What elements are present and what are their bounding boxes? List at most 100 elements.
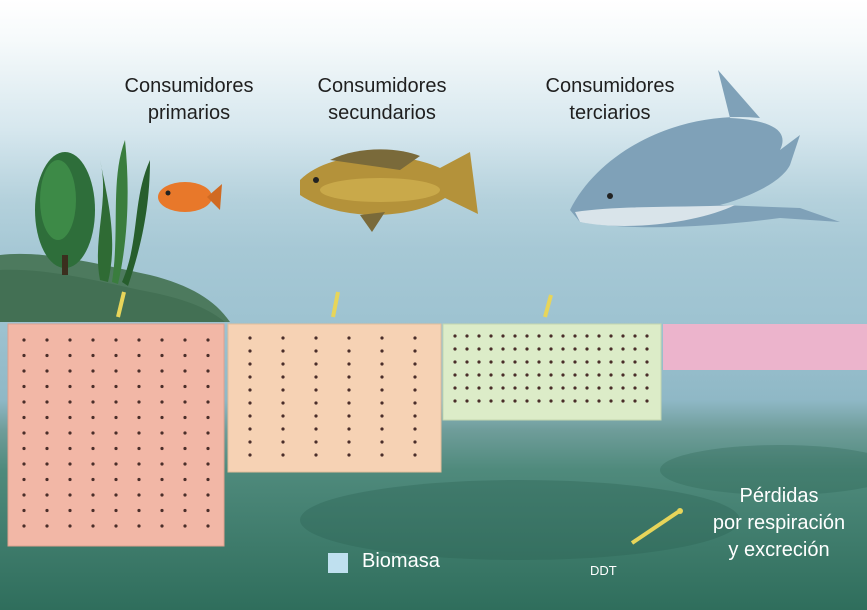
biomass-dot	[22, 493, 26, 497]
biomass-dot	[465, 399, 469, 403]
biomass-dot	[413, 349, 417, 353]
biomass-dot	[281, 375, 285, 379]
biomass-dot	[45, 353, 49, 358]
biomass-dot	[281, 388, 285, 392]
biomass-dot	[114, 446, 118, 451]
biomass-dot	[633, 334, 637, 338]
biomass-dot	[380, 401, 384, 405]
biomass-dot	[380, 440, 384, 444]
biomass-dot	[573, 360, 577, 364]
biomass-dot	[137, 477, 141, 482]
biomass-dot	[525, 360, 529, 364]
biomass-dot	[91, 353, 95, 358]
biomass-dot	[114, 338, 118, 342]
biomass-dot	[380, 427, 384, 431]
biomass-dot	[45, 508, 49, 513]
biomass-dot	[501, 373, 505, 377]
biomass-dot	[183, 431, 187, 435]
biomass-dot	[477, 373, 481, 377]
biomass-dot	[160, 431, 164, 435]
biomass-dot	[183, 415, 187, 420]
biomass-dot	[347, 375, 351, 379]
biomass-dot	[347, 349, 351, 353]
biomass-dot	[413, 427, 417, 431]
biomass-dot	[453, 360, 457, 364]
biomass-dot	[477, 347, 481, 351]
biomass-dot	[453, 347, 457, 351]
biomass-dot	[137, 508, 141, 513]
biomass-dot	[68, 400, 72, 404]
biomass-dot	[489, 347, 493, 351]
biomass-dot	[160, 338, 164, 342]
biomass-dot	[633, 399, 637, 403]
label-tertiary-consumers: Consumidores terciarios	[545, 75, 675, 124]
biomass-dot	[45, 477, 49, 482]
biomass-dot	[183, 462, 187, 466]
biomass-dot	[314, 427, 318, 431]
biomass-dot	[489, 360, 493, 364]
biomass-dot	[314, 440, 318, 444]
biomass-dot	[22, 446, 26, 451]
biomass-dot	[525, 373, 529, 377]
biomass-dot	[380, 388, 384, 392]
biomass-dot	[525, 334, 529, 338]
biomass-dot	[314, 401, 318, 405]
biomass-dot	[561, 399, 565, 403]
biomass-dot	[248, 388, 252, 392]
biomass-dot	[206, 446, 210, 451]
biomass-dot	[22, 462, 26, 466]
biomass-dot	[137, 400, 141, 404]
biomass-dot	[91, 524, 95, 528]
biomass-dot	[22, 338, 26, 342]
biomass-dot	[549, 399, 553, 403]
biomass-dot	[549, 334, 553, 338]
biomass-dot	[597, 360, 601, 364]
biomass-dot	[137, 462, 141, 466]
biomass-dot	[160, 384, 164, 389]
biomass-dot	[114, 415, 118, 420]
biomass-dot	[477, 360, 481, 364]
biomass-dot	[645, 373, 649, 377]
biomass-dot	[573, 399, 577, 403]
biomass-dot	[477, 386, 481, 390]
biomass-dot	[453, 373, 457, 377]
biomass-dot	[137, 369, 141, 373]
biomass-dot	[573, 347, 577, 351]
biomass-dot	[347, 427, 351, 431]
biomass-dot	[489, 399, 493, 403]
biomass-dot	[91, 446, 95, 451]
small-fish-icon	[158, 182, 222, 212]
biomass-dot	[114, 400, 118, 404]
biomass-dot	[573, 334, 577, 338]
biomass-dot	[645, 347, 649, 351]
biomass-dot	[513, 386, 517, 390]
biomass-dot	[206, 353, 210, 358]
grouper-fish-icon	[300, 149, 478, 232]
biomass-dot	[347, 388, 351, 392]
biomass-dot	[160, 369, 164, 373]
biomass-dot	[347, 453, 351, 457]
biomass-dot	[206, 400, 210, 404]
biomass-dot	[489, 334, 493, 338]
biomass-dot	[380, 336, 384, 340]
biomass-dot	[549, 386, 553, 390]
biomass-dot	[314, 453, 318, 457]
biomass-dot	[633, 373, 637, 377]
biomass-dot	[501, 399, 505, 403]
biomass-dot	[585, 334, 589, 338]
biomass-dot	[22, 400, 26, 404]
biomass-dot	[501, 386, 505, 390]
biomass-dot	[206, 524, 210, 528]
biomass-dot	[114, 369, 118, 373]
biomass-dot	[114, 477, 118, 482]
biomass-dot	[465, 386, 469, 390]
biomass-dot	[453, 386, 457, 390]
biomass-dot	[114, 524, 118, 528]
biomass-dot	[183, 338, 187, 342]
biomass-dot	[281, 401, 285, 405]
ddt-label: DDT	[590, 563, 617, 578]
biomass-dot	[561, 334, 565, 338]
biomass-dot	[561, 373, 565, 377]
biomass-dot	[347, 401, 351, 405]
biomass-dot	[281, 362, 285, 366]
